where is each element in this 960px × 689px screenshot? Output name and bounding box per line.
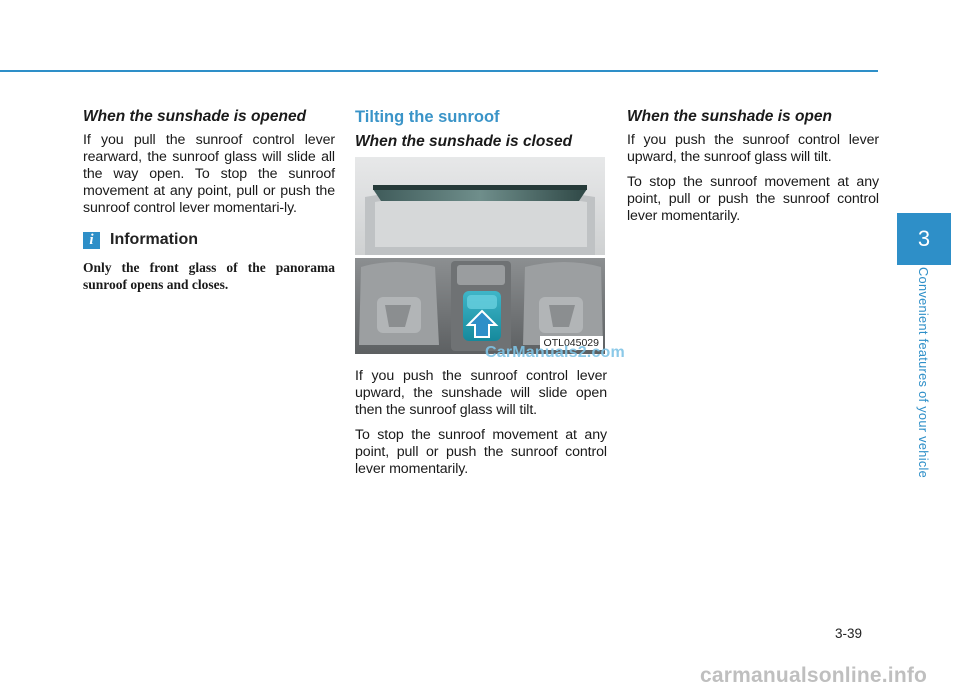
chapter-number-tab: 3 xyxy=(897,213,951,265)
paragraph-stop-movement-closed: To stop the sunroof movement at any poin… xyxy=(355,427,607,477)
sunroof-control-illustration: OTL045029 xyxy=(355,157,605,354)
column-middle: Tilting the sunroof When the sunshade is… xyxy=(355,108,607,486)
overhead-console-image xyxy=(355,157,605,354)
information-title: Information xyxy=(110,231,198,248)
subheading-sunshade-opened: When the sunshade is opened xyxy=(83,108,307,125)
paragraph-pull-rearward: If you pull the sunroof control lever re… xyxy=(83,132,335,216)
page-number: 3-39 xyxy=(835,626,863,641)
section-title-tilting: Tilting the sunroof xyxy=(355,108,500,126)
paragraph-push-upward-open: If you push the sunroof control lever up… xyxy=(627,132,879,165)
chapter-title-text: Convenient features of your vehicle xyxy=(916,267,931,479)
information-header: i Information xyxy=(83,231,335,249)
info-icon: i xyxy=(83,231,100,249)
header-rule xyxy=(0,70,878,72)
figure-code-label: OTL045029 xyxy=(539,336,603,350)
subheading-sunshade-open: When the sunshade is open xyxy=(627,108,832,125)
column-right: When the sunshade is open If you push th… xyxy=(627,108,879,233)
information-text: Only the front glass of the panorama sun… xyxy=(83,260,335,292)
subheading-sunshade-closed: When the sunshade is closed xyxy=(355,133,573,150)
column-left: When the sunshade is opened If you pull … xyxy=(83,108,335,293)
carmanuals-watermark: CarManuals2.com xyxy=(485,344,625,361)
paragraph-push-upward-closed: If you push the sunroof control lever up… xyxy=(355,368,607,418)
paragraph-stop-movement-open: To stop the sunroof movement at any poin… xyxy=(627,174,879,224)
footer-watermark: carmanualsonline.info xyxy=(700,664,928,687)
